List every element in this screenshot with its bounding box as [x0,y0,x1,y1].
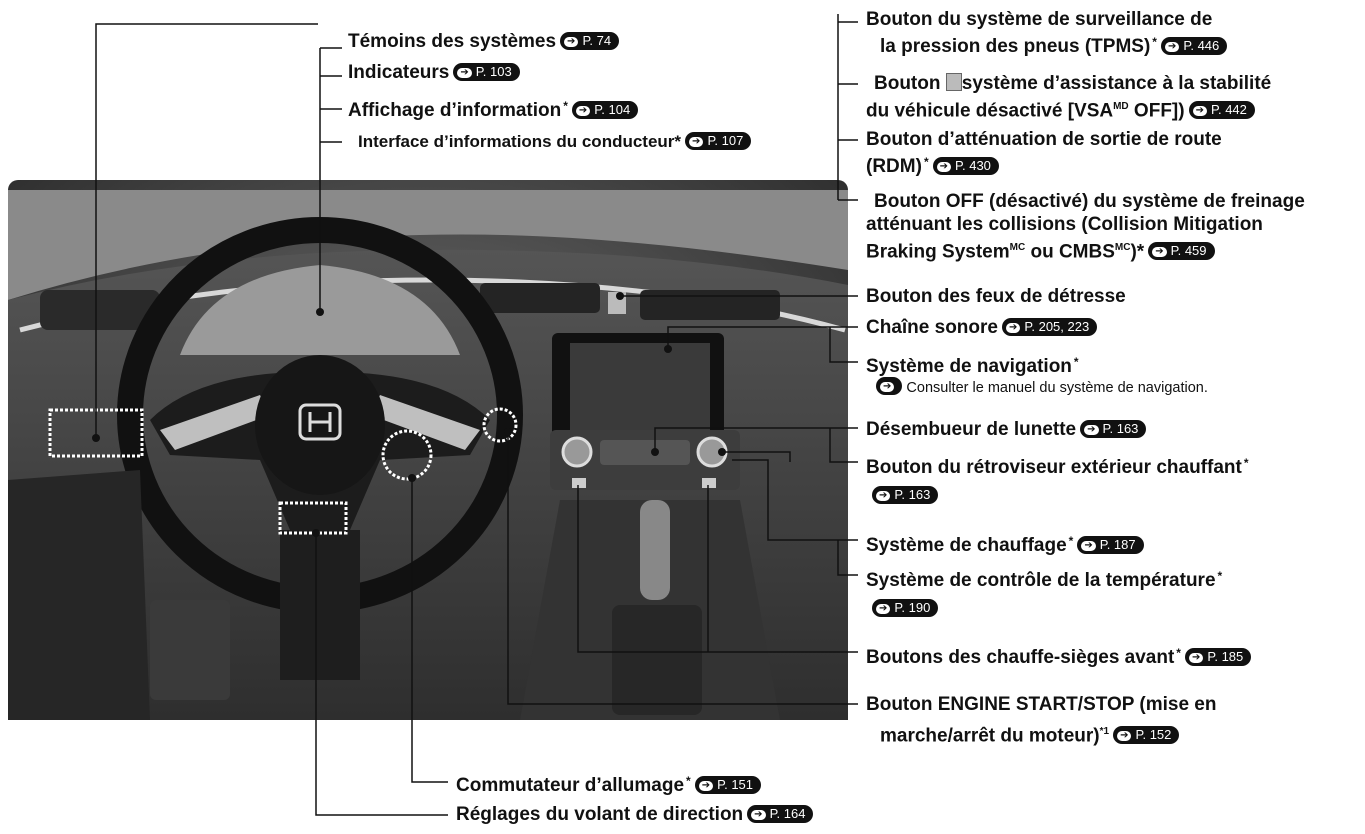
ignition-outline [381,429,433,481]
label-nav: Système de navigation* [866,355,1079,377]
page-ref-badge[interactable]: ➔P. 163 [872,486,939,504]
label-temoins: Témoins des systèmes➔P. 74 [348,30,620,53]
honda-logo-h [308,412,332,432]
label-cmbs: Bouton OFF (désactivé) du système de fre… [866,191,1305,263]
page-ref-badge[interactable]: ➔P. 446 [1160,37,1228,55]
page-ref-badge[interactable]: ➔ [876,377,903,395]
label-engine: Bouton ENGINE START/STOP (mise en marche… [866,694,1217,747]
arrow-icon: ➔ [1117,731,1132,742]
page-ref-badge[interactable]: ➔P. 187 [1077,536,1144,554]
page-ref-badge[interactable]: ➔P. 163 [1080,420,1147,438]
page-ref-badge[interactable]: ➔P. 442 [1188,101,1255,120]
leader-dots [92,292,726,537]
page-ref-badge[interactable]: ➔P. 190 [872,599,939,617]
leader-lines [95,14,858,816]
page-ref-badge[interactable]: ➔P. 459 [1148,242,1215,261]
label-heating: Système de chauffage*➔P. 187 [866,530,1144,557]
arrow-icon: ➔ [689,137,704,147]
label-seats: Boutons des chauffe-sièges avant*➔P. 185 [866,642,1252,669]
shifter-base [612,605,702,715]
label-desembueur: Désembueur de lunette➔P. 163 [866,418,1147,441]
nav-screen [570,343,710,447]
gear-shifter [640,500,670,600]
label-mirror: Bouton du rétroviseur extérieur chauffan… [866,456,1249,504]
page-ref-badge[interactable]: ➔P. 107 [685,132,752,150]
airbag-cover [255,355,385,495]
label-vsa: Bouton système d’assistance à la stabili… [866,73,1272,122]
seat-heater-left-shape [572,478,586,488]
steering-column [280,530,360,680]
windshield [8,190,848,300]
left-vent [40,290,160,330]
climate-buttons [600,440,690,465]
left-knob [561,436,593,468]
page-ref-badge[interactable]: ➔P. 74 [560,32,620,50]
engine-start-outline [482,407,518,443]
label-hazard: Bouton des feux de détresse [866,286,1126,307]
vsa-off-icon [945,73,962,91]
page-ref-badge[interactable]: ➔P. 205, 223 [1001,318,1098,336]
seat-heater-right-shape [702,478,716,488]
arrow-icon: ➔ [876,491,891,501]
label-steering: Réglages du volant de direction➔P. 164 [456,803,814,826]
page-ref-badge[interactable]: ➔P. 430 [932,157,999,175]
honda-logo [298,403,342,441]
arrow-icon: ➔ [457,68,472,78]
arrow-icon: ➔ [1084,425,1099,435]
right-vent [480,283,600,313]
steering-trim-right [370,395,480,450]
page-ref-badge[interactable]: ➔P. 151 [694,776,762,794]
page-ref-badge[interactable]: ➔P. 103 [453,63,520,81]
arrow-icon: ➔ [564,37,579,47]
label-climate: Système de contrôle de la température* ➔… [866,569,1223,617]
nav-manual-note: ➔ Consulter le manuel du système de navi… [872,377,1208,396]
label-indicateurs: Indicateurs➔P. 103 [348,61,520,84]
arrow-icon: ➔ [751,810,766,820]
page-ref-badge[interactable]: ➔P. 152 [1113,726,1180,745]
arrow-icon: ➔ [1188,653,1204,663]
arrow-icon: ➔ [876,604,891,614]
label-ignition: Commutateur d’allumage*➔P. 151 [456,770,762,797]
arrow-icon: ➔ [575,106,591,116]
far-right-vent [640,290,780,320]
arrow-icon: ➔ [1164,42,1180,52]
page-ref-badge[interactable]: ➔P. 164 [747,805,814,823]
steering-trim-left [160,395,270,450]
label-rdm: Bouton d’atténuation de sortie de route … [866,129,1222,177]
lower-left-panel [8,470,150,720]
label-audio: Chaîne sonore➔P. 205, 223 [866,316,1098,339]
steering-adjust-outline [278,501,348,535]
arrow-icon: ➔ [880,382,895,392]
page-ref-badge[interactable]: ➔P. 185 [1184,648,1252,666]
page-ref-badge[interactable]: ➔P. 104 [571,101,639,119]
arrow-icon: ➔ [1081,541,1096,551]
arrow-icon: ➔ [1192,106,1207,117]
pedal [150,600,230,700]
label-interface: Interface d’informations du conducteur*➔… [358,130,752,153]
label-affichage: Affichage d’information*➔P. 104 [348,95,639,122]
arrow-icon: ➔ [1152,247,1167,258]
label-tpms: Bouton du système de surveillance de la … [866,8,1228,58]
arrow-icon: ➔ [936,162,951,172]
arrow-icon: ➔ [1005,323,1021,333]
arrow-icon: ➔ [698,781,714,791]
